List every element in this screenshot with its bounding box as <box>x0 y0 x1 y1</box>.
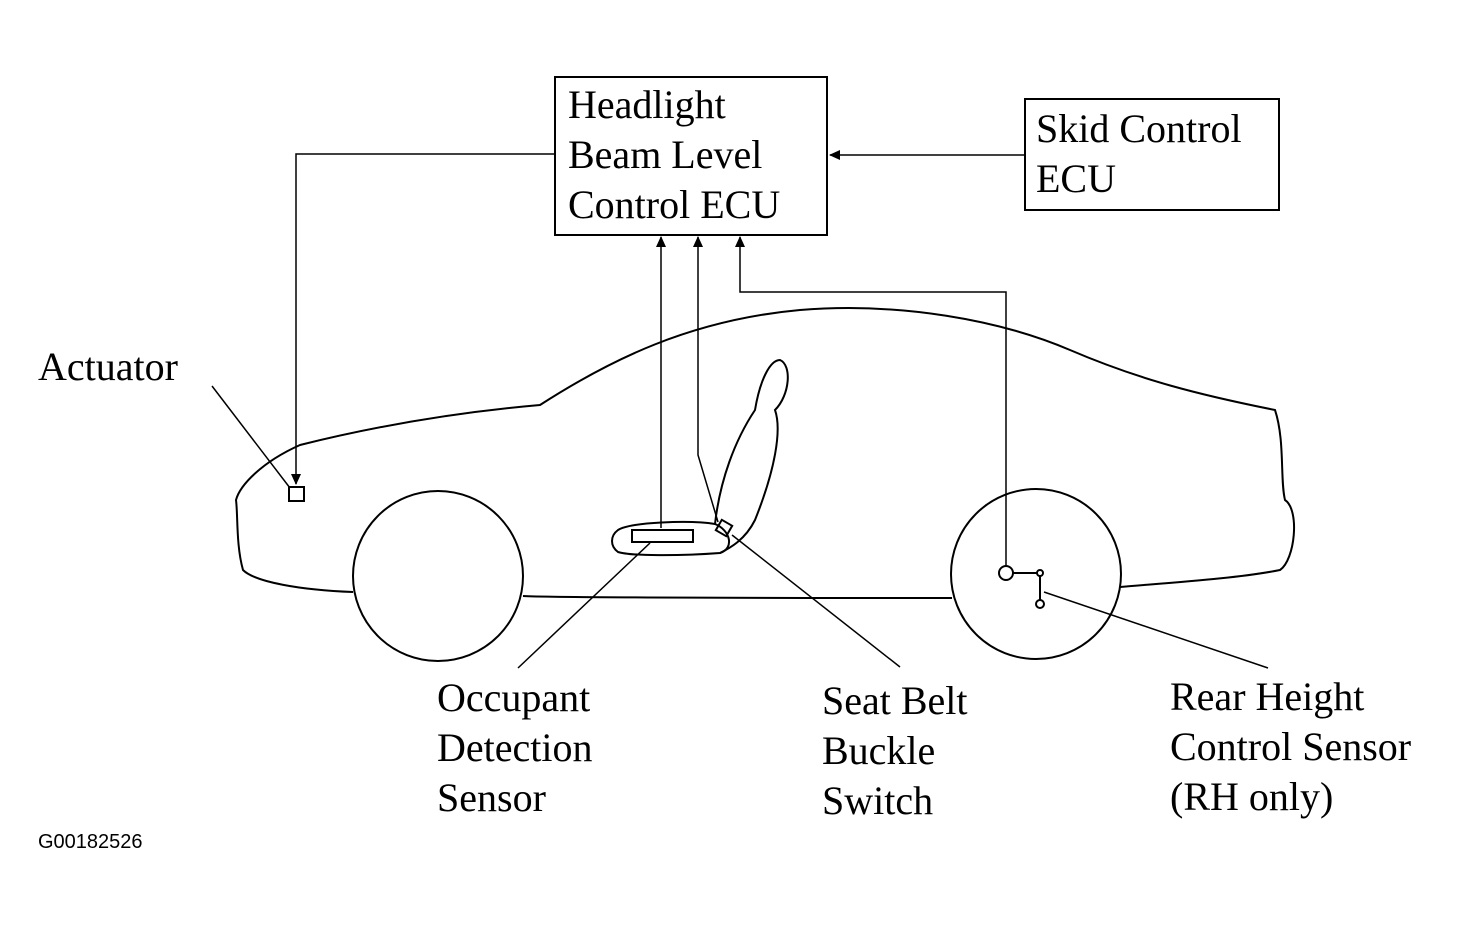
headlight-ecu-label: Headlight Beam Level Control ECU <box>568 80 780 230</box>
car-sill-line <box>522 595 953 599</box>
rear-height-sensor-symbol <box>998 565 1045 609</box>
actuator-label: Actuator <box>38 342 178 392</box>
rear-height-sensor-label: Rear Height Control Sensor (RH only) <box>1170 672 1411 822</box>
actuator-label-text: Actuator <box>38 344 178 389</box>
occupant-label-line-1: Occupant <box>437 675 591 720</box>
buckle-switch-symbol <box>714 518 734 538</box>
headlight-ecu-line-1: Headlight <box>568 82 726 127</box>
occupant-leader <box>517 542 651 669</box>
rear-height-label-line-1: Rear Height <box>1170 674 1365 719</box>
seatbelt-switch-label: Seat Belt Buckle Switch <box>822 676 968 826</box>
occupant-sensor-label: Occupant Detection Sensor <box>437 673 593 823</box>
actuator-symbol <box>288 486 305 502</box>
seat-back <box>714 358 789 554</box>
rear-sensor-to-ecu-line <box>735 236 1007 566</box>
headlight-ecu-box: Headlight Beam Level Control ECU <box>554 76 828 236</box>
skid-control-ecu-box: Skid Control ECU <box>1024 98 1280 211</box>
rear-wheel <box>950 488 1122 660</box>
buckle-to-ecu-line <box>693 236 719 523</box>
headlight-ecu-line-3: Control ECU <box>568 182 781 227</box>
rear-height-label-line-2: Control Sensor <box>1170 724 1412 769</box>
seatbelt-label-line-2: Buckle <box>822 728 936 773</box>
occupant-label-line-3: Sensor <box>437 775 546 820</box>
rear-height-leader <box>1043 591 1269 669</box>
seatbelt-leader <box>731 534 901 668</box>
headlight-ecu-line-2: Beam Level <box>568 132 763 177</box>
ecu-to-actuator-line <box>291 153 554 485</box>
seatbelt-label-line-3: Switch <box>822 778 934 823</box>
skid-ecu-line-1: Skid Control <box>1036 106 1242 151</box>
figure-code: G00182526 <box>38 831 143 853</box>
skid-ecu-label: Skid Control ECU <box>1036 104 1242 204</box>
actuator-leader <box>211 385 291 489</box>
front-wheel <box>352 490 524 662</box>
seat-cushion <box>611 521 730 557</box>
occupant-label-line-2: Detection <box>437 725 593 770</box>
skid-ecu-line-2: ECU <box>1036 156 1116 201</box>
seatbelt-label-line-1: Seat Belt <box>822 678 968 723</box>
occupant-sensor-symbol <box>631 529 694 543</box>
rear-height-label-line-3: (RH only) <box>1170 774 1334 819</box>
car-body-outline <box>234 307 1296 593</box>
